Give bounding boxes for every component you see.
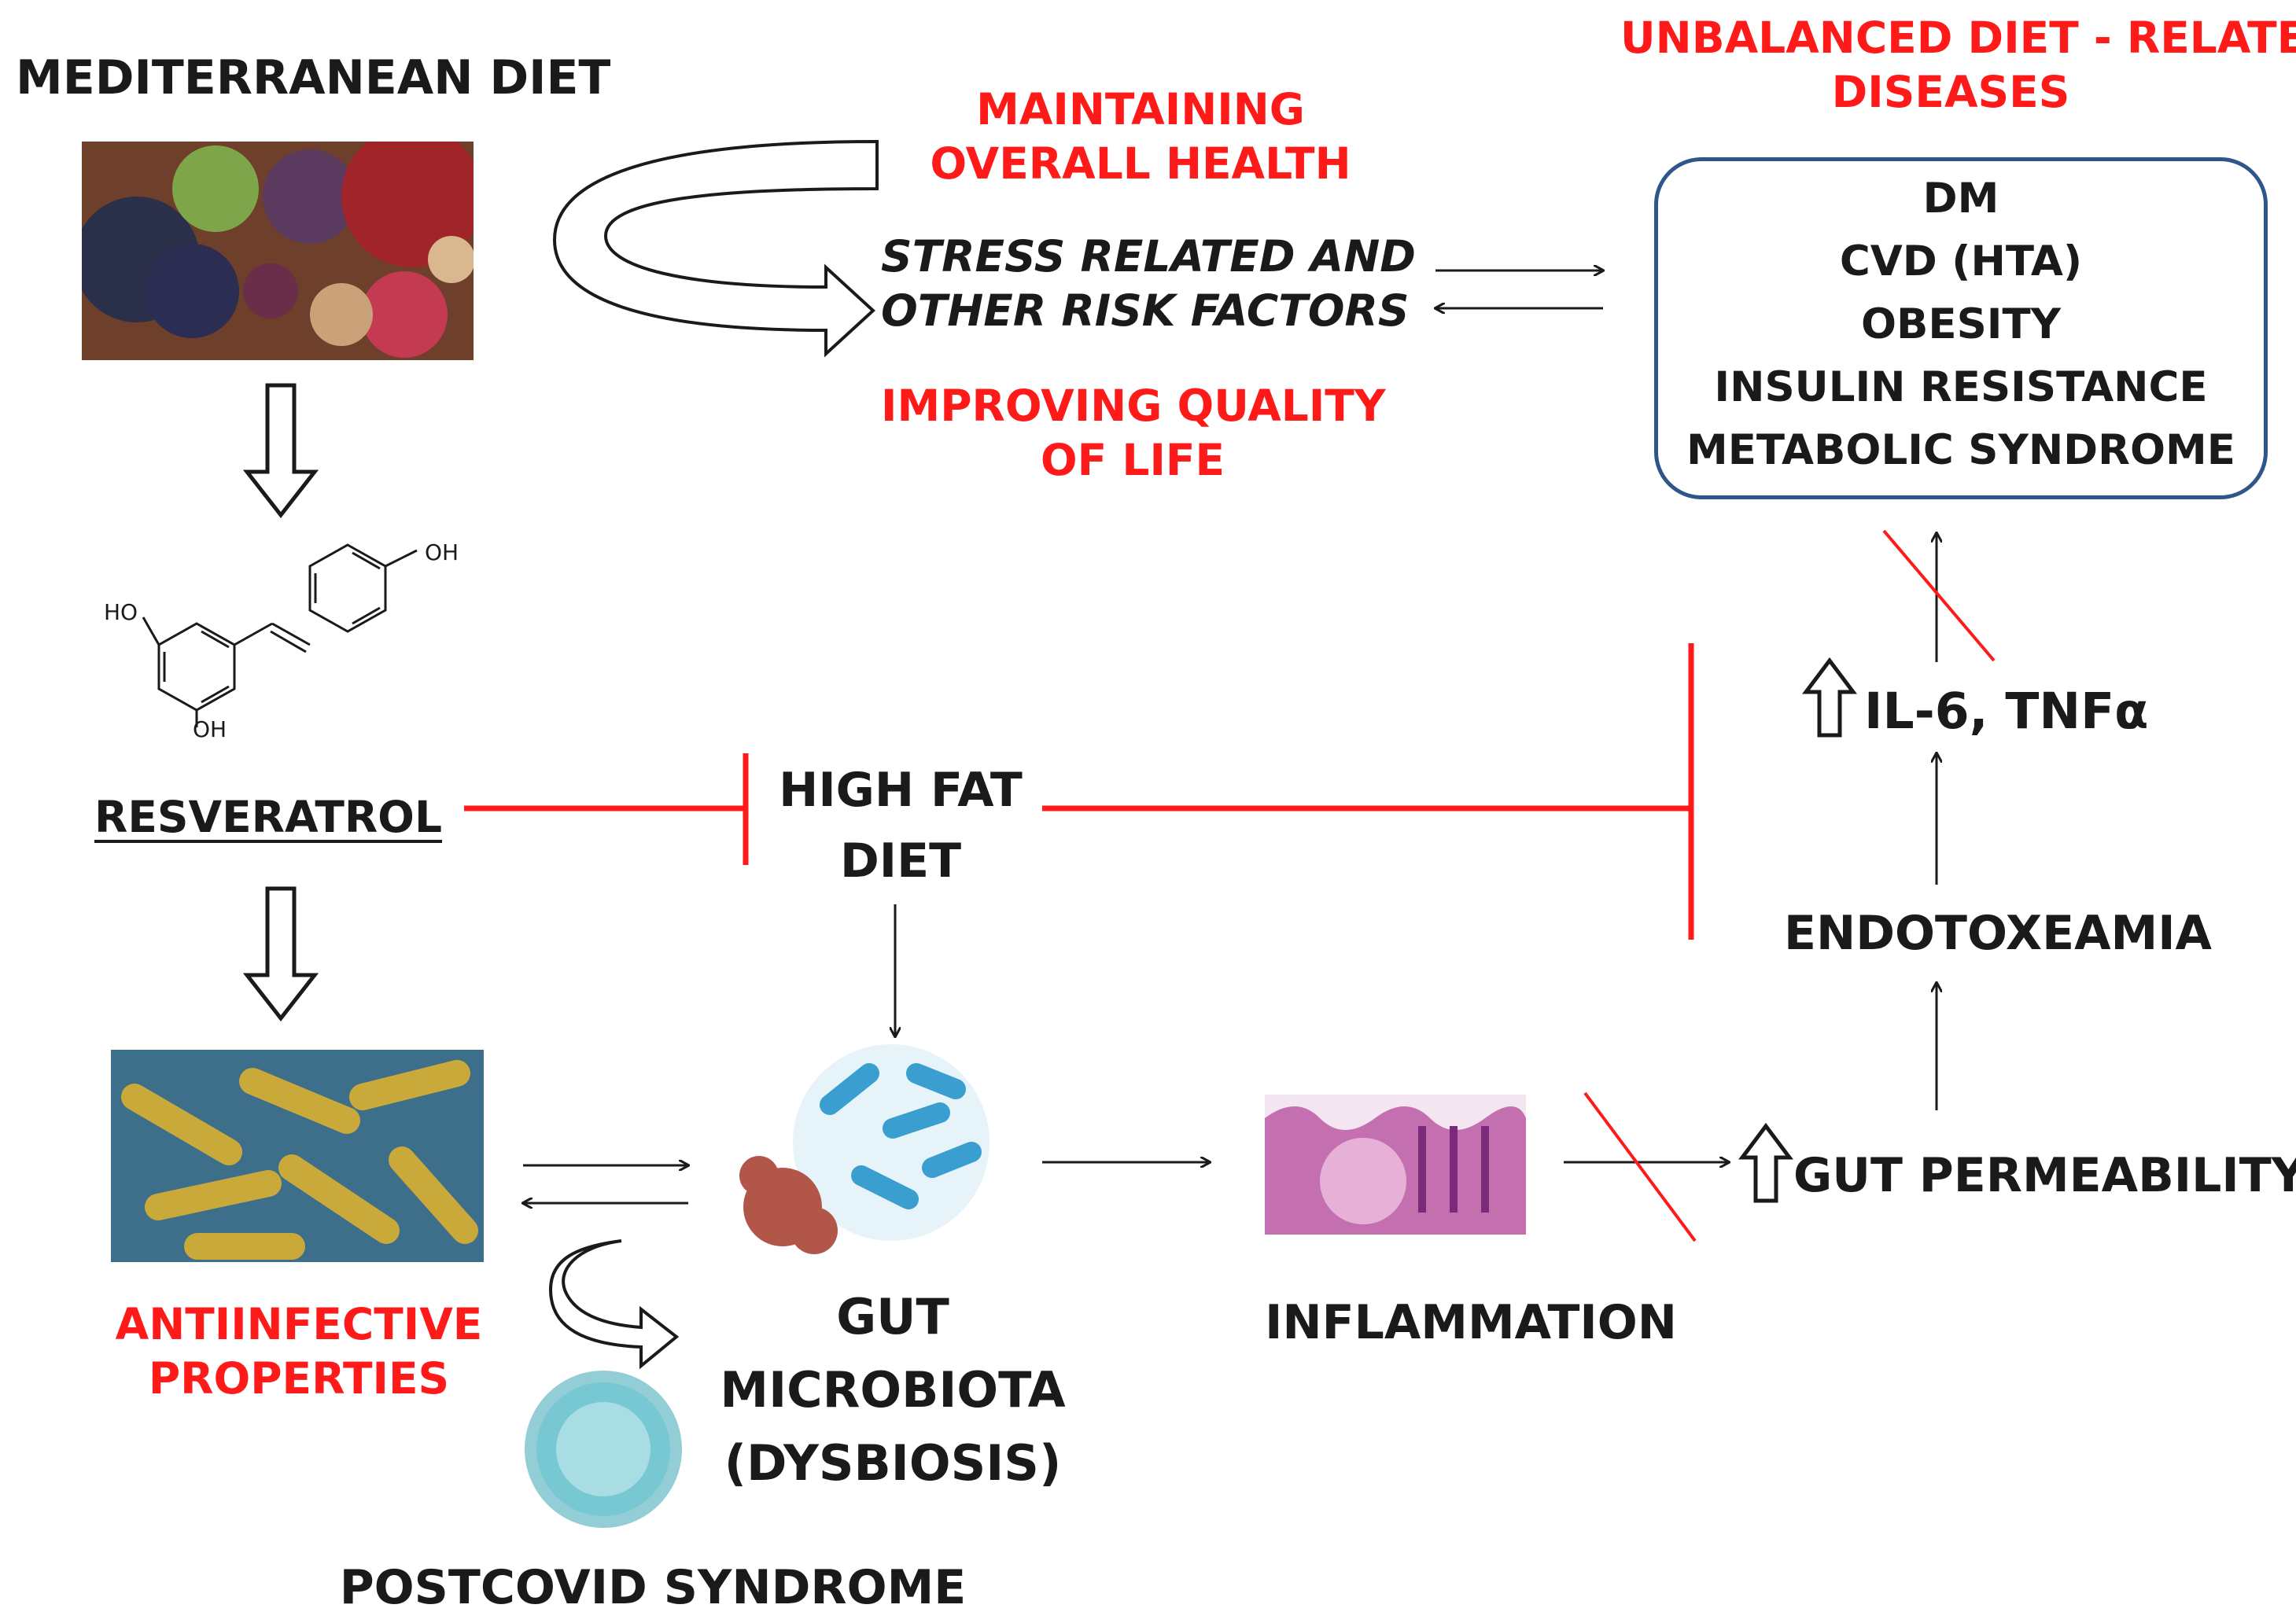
disease-item: METABOLIC SYNDROME bbox=[1686, 426, 2235, 474]
disease-list: DM CVD (HTA) OBESITY INSULIN RESISTANCE META… bbox=[1658, 161, 2264, 482]
gut-microbiota-illustration bbox=[728, 1042, 1007, 1266]
curved-block-arrow-to-virus bbox=[548, 1239, 680, 1370]
il6-tnf-label: IL-6, TNFα bbox=[1864, 683, 2149, 740]
antiinfective-properties-label: ANTIINFECTIVE PROPERTIES bbox=[114, 1297, 484, 1406]
improving-line2: OF LIFE bbox=[1040, 434, 1225, 485]
gut-microbiota-line2: MICROBIOTA bbox=[720, 1361, 1066, 1419]
antiinfective-line1: ANTIINFECTIVE bbox=[115, 1299, 483, 1349]
bacteria-photo bbox=[111, 1050, 484, 1262]
block-arrow-down-to-bacteria bbox=[242, 886, 319, 1022]
high-fat-line2: DIET bbox=[839, 834, 962, 889]
gut-microbiota-label: GUT MICROBIOTA (DYSBIOSIS) bbox=[708, 1280, 1078, 1500]
stress-line1: STRESS RELATED AND bbox=[881, 231, 1416, 282]
disease-item: DM bbox=[1922, 175, 1999, 223]
gut-microbiota-line3: (DYSBIOSIS) bbox=[724, 1434, 1062, 1492]
mediterranean-food-photo bbox=[82, 142, 474, 360]
inflammation-histology-image bbox=[1265, 1095, 1526, 1235]
high-fat-diet-label: HIGH FAT DIET bbox=[755, 755, 1046, 896]
gut-microbiota-line1: GUT bbox=[836, 1288, 949, 1345]
red-cross-line-lower bbox=[1583, 1091, 1697, 1242]
red-cross-line-upper bbox=[1882, 529, 1996, 662]
improving-quality-label: IMPROVING QUALITY OF LIFE bbox=[881, 379, 1386, 488]
stress-risk-factors-label: STRESS RELATED AND OTHER RISK FACTORS bbox=[881, 230, 1416, 338]
unbalanced-line1: UNBALANCED DIET - RELATED bbox=[1620, 13, 2296, 63]
endotoxaemia-label: ENDOTOXEAMIA bbox=[1784, 906, 2212, 961]
disease-item: INSULIN RESISTANCE bbox=[1714, 363, 2208, 411]
maintaining-health-line2: OVERALL HEALTH bbox=[930, 138, 1351, 189]
disease-item: OBESITY bbox=[1860, 300, 2062, 348]
coronavirus-illustration bbox=[519, 1367, 688, 1532]
mediterranean-diet-label: MEDITERRANEAN DIET bbox=[16, 50, 611, 105]
maintaining-health-line1: MAINTAINING bbox=[976, 84, 1305, 134]
high-fat-line1: HIGH FAT bbox=[779, 763, 1023, 818]
increase-arrow-permeability bbox=[1738, 1122, 1793, 1203]
unbalanced-line2: DISEASES bbox=[1831, 66, 2070, 117]
molecule-ho-left: HO bbox=[104, 599, 138, 625]
molecule-oh-bottom: OH bbox=[193, 716, 227, 742]
maintaining-health-label: MAINTAINING OVERALL HEALTH bbox=[905, 83, 1376, 191]
inflammation-label: INFLAMMATION bbox=[1265, 1295, 1677, 1350]
increase-arrow-il6 bbox=[1802, 657, 1857, 738]
unbalanced-diet-label: UNBALANCED DIET - RELATED DISEASES bbox=[1620, 11, 2296, 120]
stress-line2: OTHER RISK FACTORS bbox=[881, 285, 1410, 336]
postcovid-syndrome-label: POSTCOVID SYNDROME bbox=[339, 1560, 967, 1615]
block-arrow-down-to-resveratrol bbox=[242, 383, 319, 519]
curved-block-arrow bbox=[552, 139, 879, 358]
improving-line1: IMPROVING QUALITY bbox=[881, 381, 1386, 431]
resveratrol-structure bbox=[142, 543, 418, 727]
molecule-oh-top: OH bbox=[425, 539, 459, 565]
disease-item: CVD (HTA) bbox=[1839, 237, 2083, 285]
antiinfective-line2: PROPERTIES bbox=[148, 1352, 450, 1404]
diseases-box: DM CVD (HTA) OBESITY INSULIN RESISTANCE META… bbox=[1654, 157, 2268, 499]
resveratrol-label: RESVERATROL bbox=[94, 792, 442, 842]
gut-permeability-label: GUT PERMEABILITY bbox=[1793, 1148, 2296, 1203]
